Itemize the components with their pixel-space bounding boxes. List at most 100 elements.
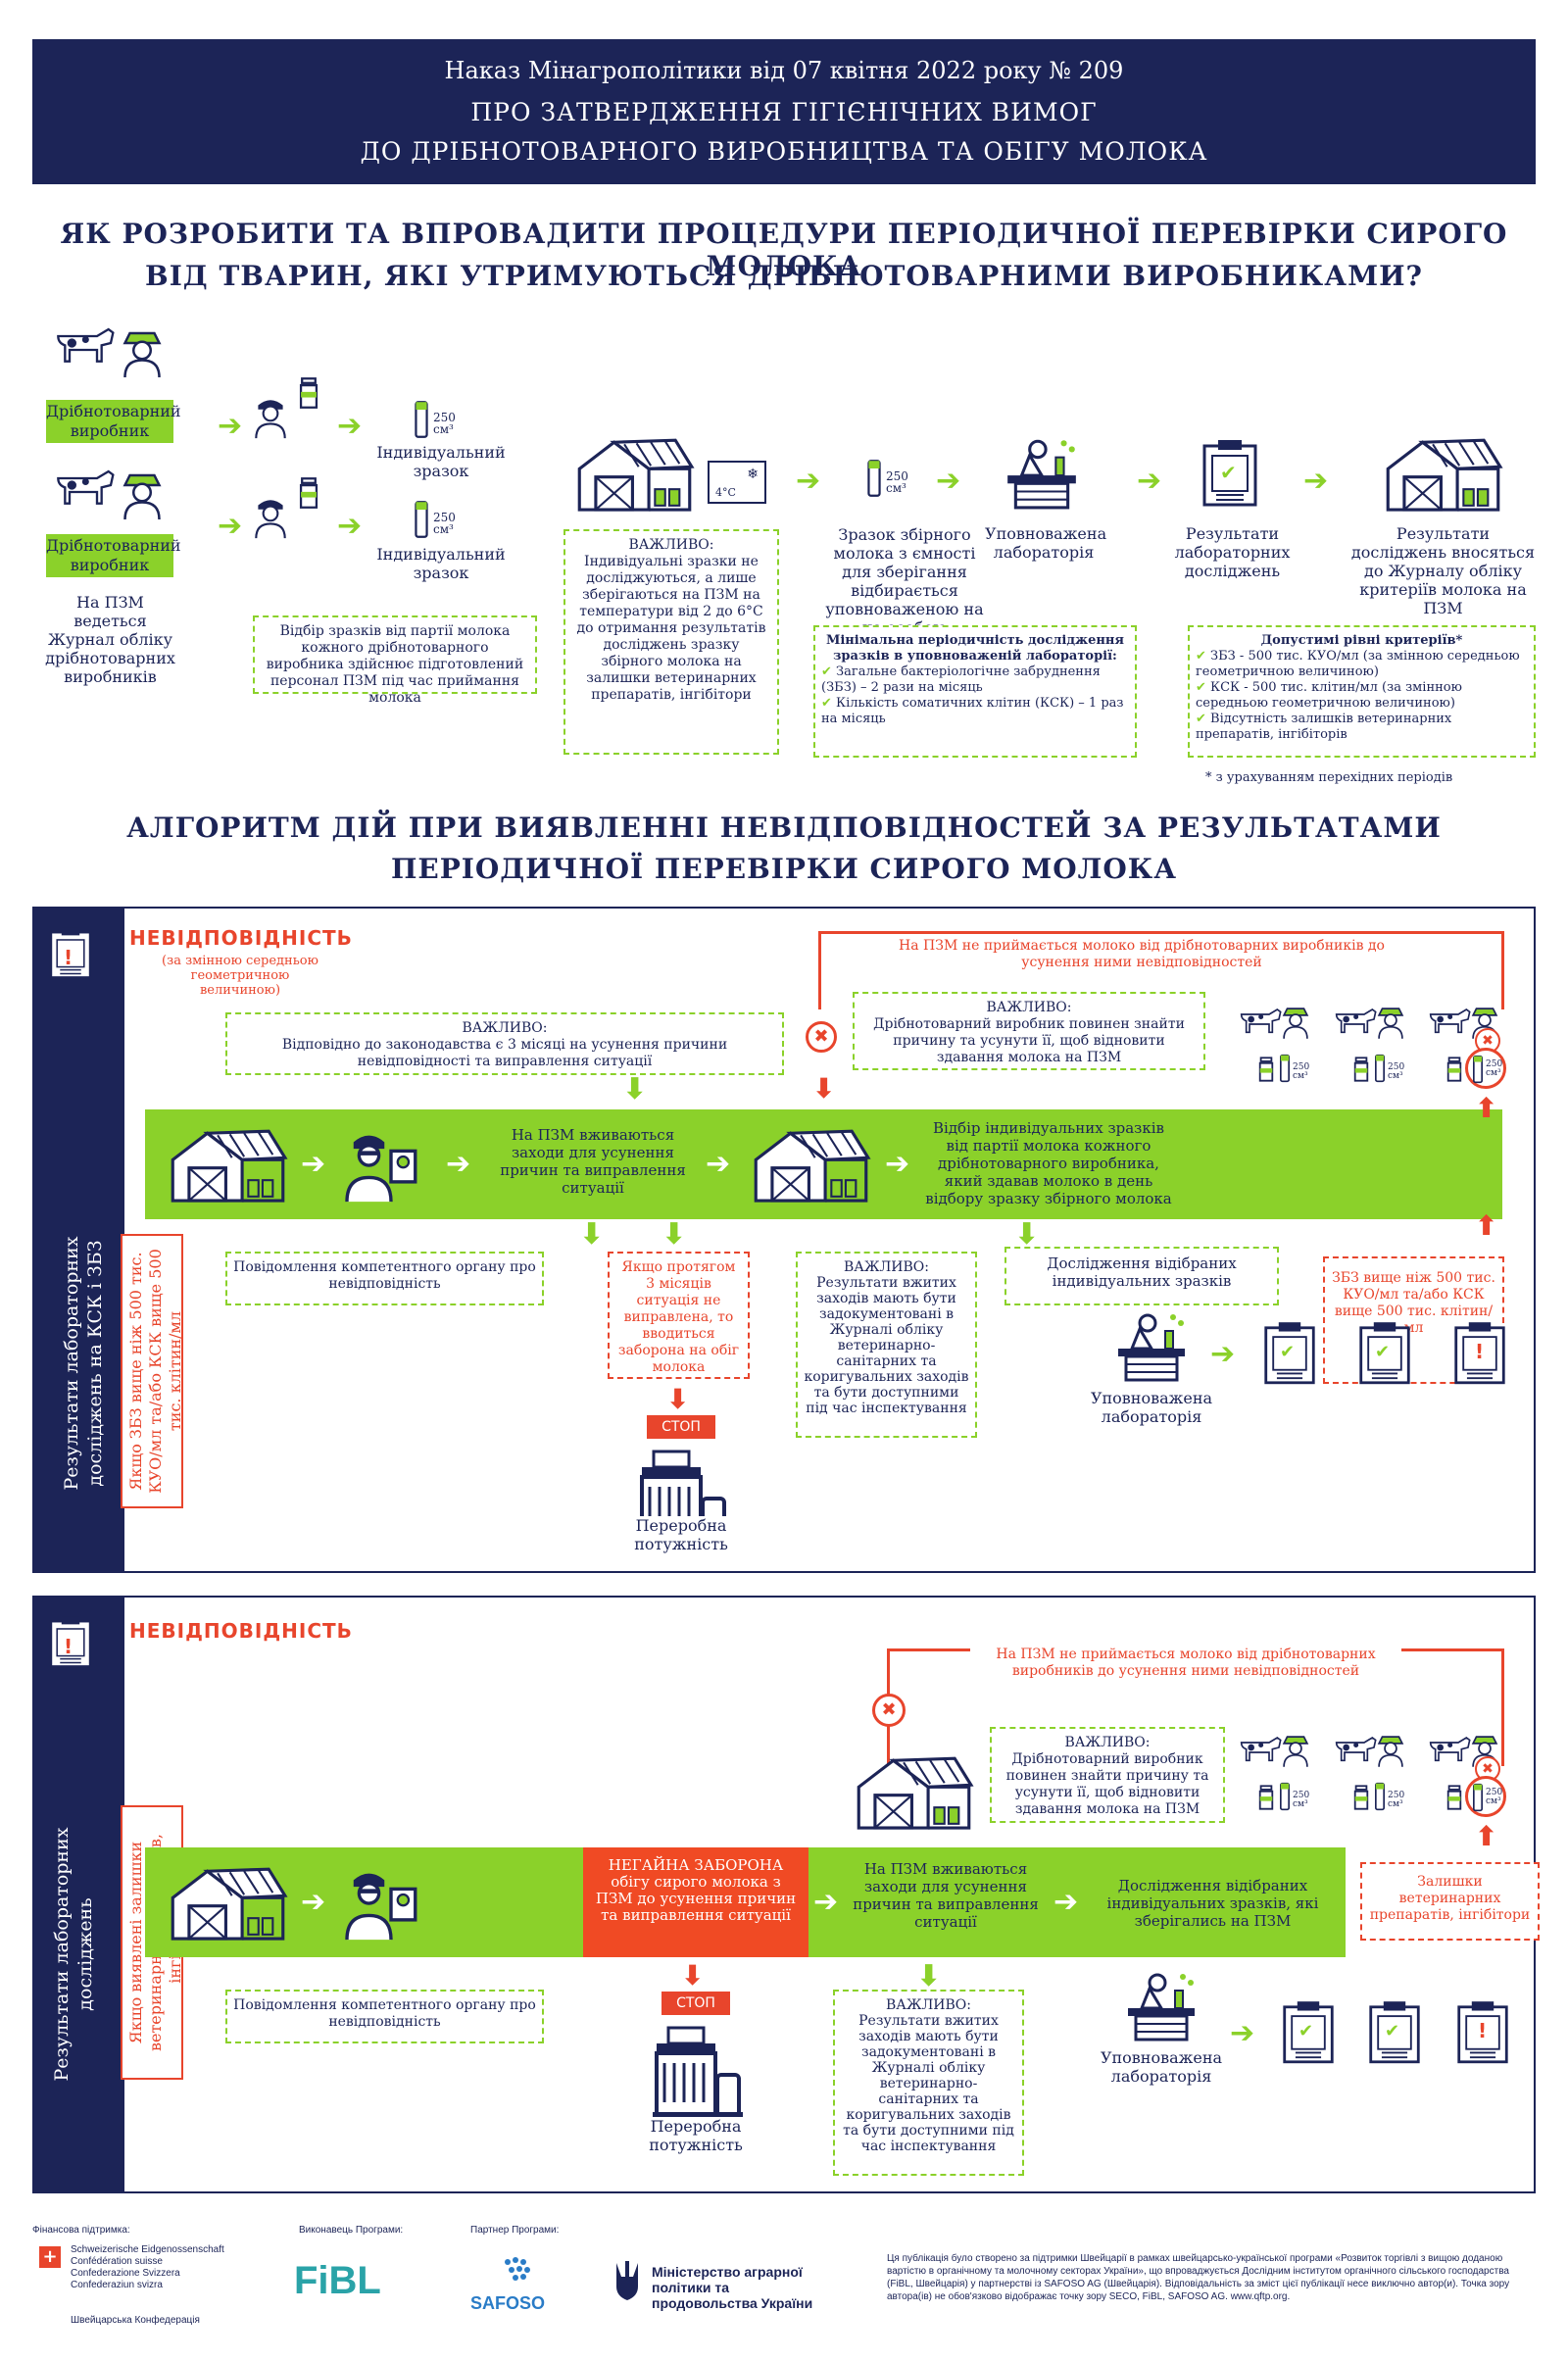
lab-label: Уповноважена лабораторія (985, 524, 1107, 562)
barn-icon (750, 1122, 872, 1205)
pooled-sample-label: Зразок збірного молока з ємності для збе… (825, 525, 984, 637)
lab-icon (1002, 431, 1082, 512)
panel-residues: ! Результати лабораторних досліджень Якщ… (32, 1596, 1540, 2193)
arrow-right-icon: ➔ (301, 1147, 326, 1181)
arrow-up-icon: ⬆ (1475, 1092, 1498, 1124)
header-banner: Наказ Мінагрополітики від 07 квітня 2022… (32, 39, 1536, 184)
fibl-logo: FiBL (294, 2259, 381, 2302)
top-red-note: На ПЗМ не приймається молоко від дрібнот… (897, 938, 1387, 971)
arrow-down-icon: ⬇ (916, 1959, 942, 1993)
important-mid: ВАЖЛИВО: Результати вжитих заходів мають… (796, 1252, 977, 1438)
check-icon: ✔ (1196, 712, 1211, 726)
swiss-flag-icon: + (39, 2246, 61, 2268)
arrow-right-icon: ➔ (706, 1147, 731, 1181)
milk-can-icon (1446, 1784, 1463, 1811)
sample-tube-icon (1374, 1054, 1386, 1083)
lab-icon (1112, 1305, 1191, 1384)
barn-icon (167, 1860, 289, 1943)
milk-can-icon (1352, 1784, 1370, 1811)
arrow-right-icon: ➔ (337, 509, 363, 543)
panel2-sidebar (34, 1598, 124, 2191)
lab-label: Уповноважена лабораторія (1090, 1389, 1213, 1426)
cow-icon (49, 461, 118, 510)
sample-tube-icon (866, 459, 882, 498)
inspector-icon (338, 1126, 426, 1205)
section2-title-line1: АЛГОРИТМ ДІЙ ПРИ ВИЯВЛЕННІ НЕВІДПОВІДНОС… (126, 812, 1442, 844)
disclaimer: Ця публікація було створено за підтримки… (887, 2253, 1510, 2302)
milk-can-icon (297, 476, 320, 510)
milk-can-icon (1446, 1056, 1463, 1083)
journal-note: На ПЗМ ведеться Журнал обліку дрібнотова… (45, 593, 175, 686)
strip-measures: На ПЗМ вживаються заходи для усунення пр… (500, 1126, 686, 1197)
producer-label-1: Дрібнотоварний виробник (46, 400, 181, 443)
check-icon: ✔ (1196, 649, 1211, 664)
strip-ban: НЕГАЙНА ЗАБОРОНА обігу сирого молока з П… (583, 1847, 808, 1957)
sample-tube-icon (1472, 1783, 1484, 1812)
frequency-item: ✔ Загальне бактеріологічне забруднення (… (821, 664, 1101, 695)
cow-icon (1330, 1002, 1379, 1037)
strip-sampling: Відбір індивідуальних зразків від партії… (925, 1119, 1172, 1207)
panel1-side-title: Результати лабораторних досліджень на КС… (61, 1236, 106, 1491)
farmer-icon (118, 466, 167, 519)
fridge-icon: ❄ 4°C (708, 461, 766, 504)
panel1-side-red: Якщо ЗБЗ вище ніж 500 тис. КУО/мл та/або… (121, 1234, 184, 1508)
criteria-item: ✔ ЗБЗ - 500 тис. КУО/мл (за змінною сере… (1196, 649, 1520, 679)
cow-icon (49, 319, 118, 368)
arrow-right-icon: ➔ (446, 1147, 471, 1181)
check-icon: ✔ (821, 664, 837, 679)
sample-tube-icon (414, 400, 429, 439)
nonconformity-title: НЕВІДПОВІДНІСТЬ (129, 926, 353, 950)
strip-measures: На ПЗМ вживаються заходи для усунення пр… (853, 1860, 1039, 1931)
safoso-dots-icon (500, 2254, 539, 2284)
farmer-icon (1374, 1002, 1407, 1039)
important-mid: ВАЖЛИВО: Результати вжитих заходів мають… (833, 1990, 1024, 2176)
notify-box: Повідомлення компетентного органу про не… (225, 1252, 544, 1305)
trident-icon (612, 2259, 642, 2302)
section1-title-line2: ВІД ТВАРИН, ЯКІ УТРИМУЮТЬСЯ ДРІБНОТОВАРН… (145, 260, 1423, 292)
arrow-right-icon: ➔ (813, 1885, 839, 1919)
important-storage-note: ВАЖЛИВО: Індивідуальні зразки не дослідж… (564, 529, 779, 755)
frequency-item: ✔ Кількість соматичних клітин (КСК) – 1 … (821, 696, 1124, 726)
arrow-right-icon: ➔ (301, 1885, 326, 1919)
sample-tube-icon (1279, 1782, 1291, 1811)
important-left: ВАЖЛИВО: Відповідно до законодавства є 3… (225, 1012, 784, 1075)
arrow-down-icon: ⬇ (681, 1959, 705, 1992)
exclamation-icon: ! (64, 946, 74, 969)
partner-label: Партнер Програми: (470, 2225, 560, 2236)
factory-icon (642, 2024, 750, 2122)
section1-title-line1: ЯК РОЗРОБИТИ ТА ВПРОВАДИТИ ПРОЦЕДУРИ ПЕР… (60, 218, 1508, 282)
swiss-confederation: Schweizerische Eidgenossenschaft Confédé… (71, 2244, 224, 2290)
exclamation-icon: ! (1478, 2019, 1488, 2042)
sample-tube-icon (1472, 1055, 1484, 1084)
criteria-item: ✔ Відсутність залишків ветеринарних преп… (1196, 712, 1452, 742)
arrow-down-icon: ⬇ (579, 1217, 605, 1252)
frequency-box: Мінімальна періодичність дослідження зра… (813, 625, 1137, 758)
arrow-right-icon: ➔ (218, 409, 243, 443)
cross-icon: ✖ (806, 1021, 837, 1053)
arrow-down-icon: ⬇ (666, 1383, 690, 1415)
sample-tube-icon (414, 500, 429, 539)
check-icon: ✔ (1298, 2021, 1314, 2041)
panel2-side-title: Результати лабораторних досліджень (51, 1827, 96, 2082)
swiss-ua: Швейцарська Конфедерація (71, 2315, 200, 2326)
processing-label: Переробна потужність (627, 2117, 764, 2154)
arrow-right-icon: ➔ (337, 409, 363, 443)
arrow-down-icon: ⬇ (662, 1217, 687, 1252)
check-icon: ✔ (1280, 1342, 1296, 1362)
ban-note: Якщо протягом 3 місяців ситуація не випр… (608, 1252, 750, 1379)
milk-can-icon (1257, 1056, 1275, 1083)
criteria-box: Допустимі рівні критеріїв* ✔ ЗБЗ - 500 т… (1188, 625, 1536, 758)
arrow-right-icon: ➔ (796, 464, 821, 498)
cow-icon (1424, 1730, 1473, 1765)
milk-can-icon (1352, 1056, 1370, 1083)
stop-badge: СТОП (662, 1992, 730, 2015)
barn-icon (167, 1122, 289, 1205)
important-right: ВАЖЛИВО: Дрібнотоварний виробник повинен… (853, 992, 1205, 1070)
stop-badge: СТОП (647, 1415, 715, 1439)
arrow-up-icon: ⬆ (1475, 1209, 1498, 1242)
check-icon: ✔ (1375, 1342, 1391, 1362)
